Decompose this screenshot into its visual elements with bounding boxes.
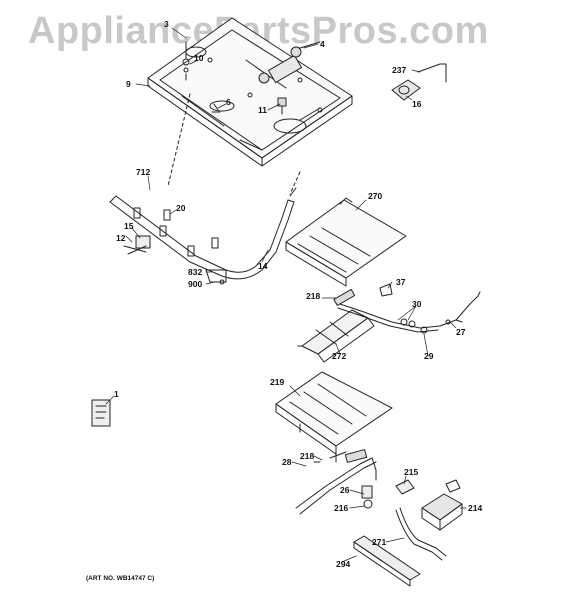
callout-11: 11 bbox=[258, 105, 267, 115]
orifice-part-20 bbox=[163, 209, 171, 221]
callout-832: 832 bbox=[188, 267, 203, 277]
fitting-part-26 bbox=[361, 485, 373, 509]
callout-16: 16 bbox=[412, 99, 422, 109]
callout-27: 27 bbox=[456, 327, 466, 337]
leader-line bbox=[289, 171, 301, 195]
bracket-part-294 bbox=[353, 535, 421, 587]
oven-burner-part-28 bbox=[295, 449, 377, 515]
manifold-tube-part-14 bbox=[109, 187, 297, 280]
heat-shield-part-219 bbox=[275, 371, 393, 463]
orifice-part-10 bbox=[182, 41, 190, 81]
callout-12: 12 bbox=[116, 233, 126, 243]
regulator-valve-part-16 bbox=[391, 63, 447, 101]
callout-215: 215 bbox=[404, 467, 419, 477]
callout-28: 28 bbox=[282, 457, 292, 467]
callout-4: 4 bbox=[320, 39, 325, 49]
clip-part-37 bbox=[379, 283, 393, 297]
callout-15: 15 bbox=[124, 221, 134, 231]
manual-part-1 bbox=[91, 399, 111, 427]
callout-272: 272 bbox=[332, 351, 347, 361]
bracket-part-15 bbox=[123, 235, 151, 255]
callout-900: 900 bbox=[188, 279, 203, 289]
callout-37: 37 bbox=[396, 277, 406, 287]
tube-part-218-upper bbox=[333, 288, 356, 306]
callout-30: 30 bbox=[412, 299, 422, 309]
leader-line bbox=[167, 93, 191, 187]
callout-237: 237 bbox=[392, 65, 407, 75]
callout-leaders bbox=[105, 27, 467, 563]
screw-part-832 bbox=[205, 269, 227, 285]
callout-218-lower: 218 bbox=[300, 451, 315, 461]
callout-9: 9 bbox=[126, 79, 131, 89]
callout-270: 270 bbox=[368, 191, 383, 201]
callout-271: 271 bbox=[372, 537, 387, 547]
art-number: (ART NO. WB14747 C) bbox=[86, 575, 155, 582]
callout-29: 29 bbox=[424, 351, 434, 361]
callout-20: 20 bbox=[176, 203, 186, 213]
callout-1: 1 bbox=[114, 389, 119, 399]
safety-valve-part-214 bbox=[421, 479, 463, 531]
spark-electrode-part-11 bbox=[277, 97, 287, 115]
callout-219: 219 bbox=[270, 377, 285, 387]
callout-26: 26 bbox=[340, 485, 350, 495]
callout-6: 6 bbox=[226, 97, 231, 107]
shield-panel-part-270 bbox=[285, 197, 407, 287]
screw-part-6 bbox=[211, 103, 221, 113]
gas-tube-part-30 bbox=[337, 291, 481, 334]
callout-218-upper: 218 bbox=[306, 291, 321, 301]
callout-294: 294 bbox=[336, 559, 351, 569]
callout-214: 214 bbox=[468, 503, 483, 513]
callout-14: 14 bbox=[258, 261, 268, 271]
bracket-part-215 bbox=[395, 479, 415, 495]
tube-part-271 bbox=[395, 507, 447, 561]
burner-valve-part-4 bbox=[258, 41, 321, 84]
callout-712: 712 bbox=[136, 167, 151, 177]
callout-3: 3 bbox=[164, 19, 169, 29]
callout-10: 10 bbox=[194, 53, 204, 63]
callout-216: 216 bbox=[334, 503, 349, 513]
